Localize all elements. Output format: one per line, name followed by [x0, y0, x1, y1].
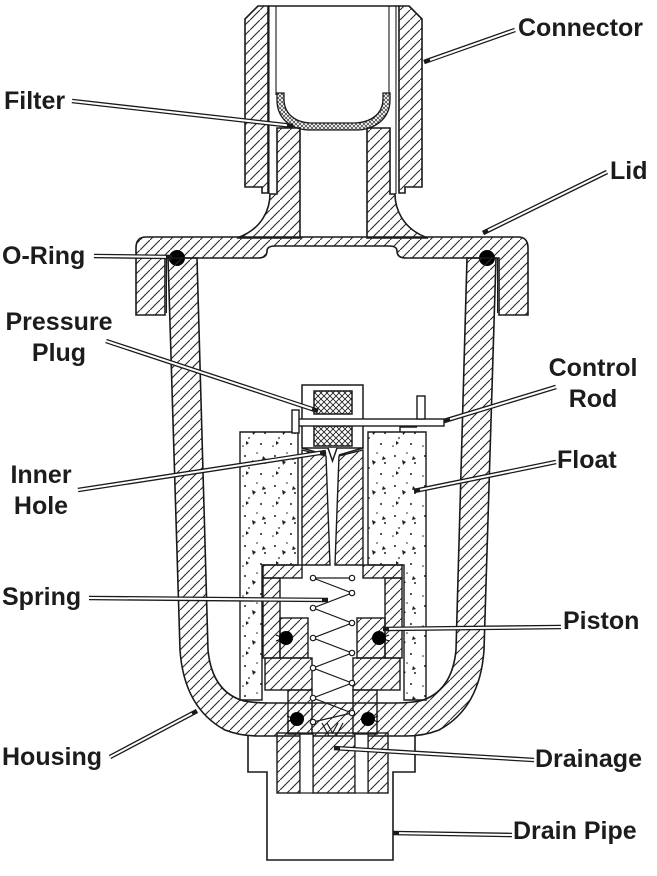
- label-inner-hole: Inner Hole: [10, 461, 72, 520]
- label-drainage: Drainage: [535, 745, 642, 773]
- label-drain-pipe: Drain Pipe: [513, 817, 637, 845]
- label-spring: Spring: [2, 583, 82, 611]
- label-float: Float: [557, 446, 617, 474]
- lid-section: [135, 236, 529, 316]
- label-pressure-plug: Pressure Plug: [5, 308, 113, 367]
- drain-pipe-outline: [247, 736, 416, 861]
- filter-mesh: [276, 92, 391, 131]
- label-connector: Connector: [518, 14, 643, 42]
- connector-section: [244, 5, 423, 194]
- housing-section: [167, 257, 497, 794]
- pressure-plug-assembly: [301, 384, 364, 464]
- label-filter: Filter: [4, 87, 66, 115]
- label-o-ring: O-Ring: [2, 242, 86, 270]
- label-housing: Housing: [2, 743, 102, 771]
- label-lid: Lid: [610, 157, 648, 185]
- piston-seal-dots: [275, 631, 390, 726]
- label-control-rod: Control Rod: [548, 354, 638, 413]
- spring-coil: [309, 574, 356, 726]
- label-piston: Piston: [563, 607, 640, 635]
- leader-lines: [71, 27, 609, 838]
- nozzle-tube: [301, 449, 364, 566]
- control-rod-part: [291, 395, 445, 434]
